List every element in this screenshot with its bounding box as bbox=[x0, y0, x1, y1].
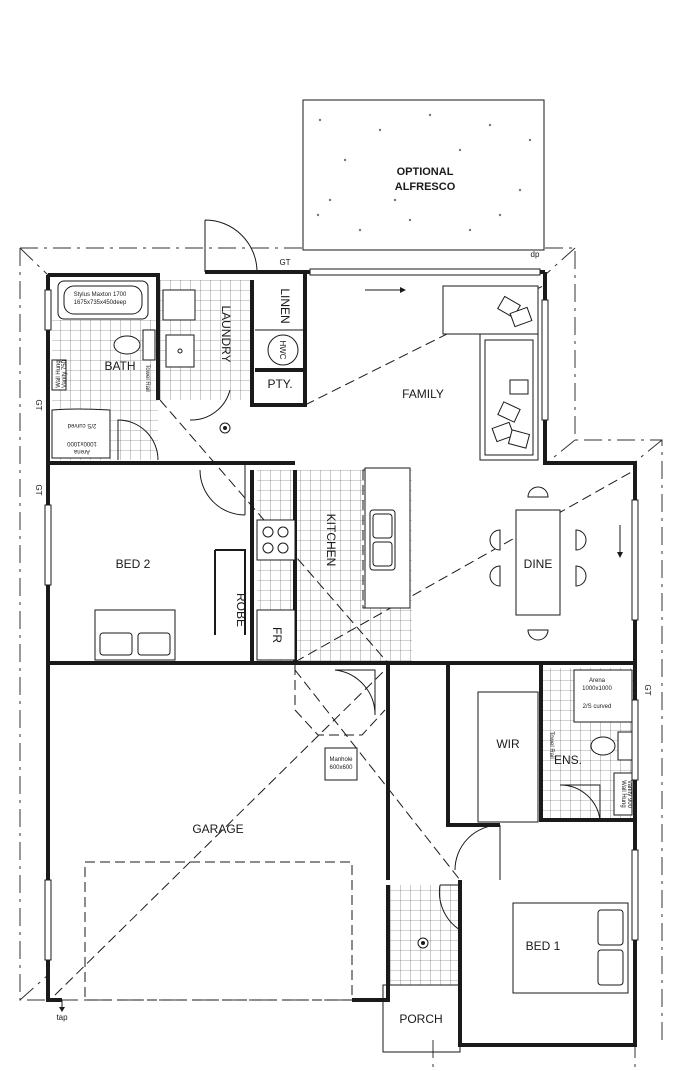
room-label-wir: WIR bbox=[496, 737, 520, 751]
alfresco-label-line1: OPTIONAL bbox=[397, 166, 454, 178]
ensuite-fixtures bbox=[573, 669, 633, 816]
manhole-label-line2: 600x600 bbox=[329, 765, 353, 771]
gt-mark-west-1: GT bbox=[34, 399, 43, 410]
manhole-label-line1: Manhole bbox=[329, 757, 353, 763]
room-label-bed2: BED 2 bbox=[116, 557, 151, 571]
room-label-fr: FR bbox=[270, 627, 284, 643]
room-label-ens: ENS. bbox=[554, 753, 582, 767]
bath-vanity-line2: Vanity 750 bbox=[62, 359, 68, 388]
alfresco-area bbox=[302, 99, 545, 251]
ens-vanity-line2: Vanity 900 bbox=[626, 780, 632, 809]
bath-shower-line1: Arena bbox=[73, 448, 90, 454]
porch-tiles bbox=[388, 885, 460, 985]
doors bbox=[117, 219, 601, 931]
bath-shower-line3: 2/S curved bbox=[68, 422, 97, 428]
room-label-porch: PORCH bbox=[399, 1012, 442, 1026]
ens-shower-line2: 1000x1000 bbox=[582, 686, 612, 692]
room-label-hwc: HWC bbox=[278, 340, 287, 359]
room-label-robe: ROBE bbox=[234, 593, 248, 627]
tap-mark: tap bbox=[56, 1013, 68, 1022]
kitchen-fixtures bbox=[256, 467, 411, 661]
downpipe-mark: dp bbox=[531, 250, 540, 259]
bath-fixtures bbox=[51, 280, 156, 459]
room-label-bed1: BED 1 bbox=[526, 939, 561, 953]
room-label-garage: GARAGE bbox=[192, 822, 243, 836]
ens-shower-line1: Arena bbox=[589, 678, 606, 684]
room-label-laundry: LAUNDRY bbox=[219, 305, 233, 362]
wir-shelving bbox=[477, 691, 539, 823]
bath-tub-label-line2: 1675x735x450deep bbox=[74, 300, 127, 306]
room-label-linen: LINEN bbox=[278, 288, 292, 323]
bed2-furniture bbox=[94, 609, 176, 661]
windows bbox=[44, 268, 639, 961]
slider-arrows bbox=[365, 287, 623, 558]
bath-vanity-line1: Wall Hung bbox=[56, 360, 62, 387]
family-furniture bbox=[442, 285, 539, 461]
bath-towel-rail: Towel Rail bbox=[144, 364, 150, 391]
porch-slab bbox=[382, 984, 461, 1053]
dine-furniture bbox=[489, 486, 587, 641]
laundry-fixtures bbox=[162, 289, 305, 368]
room-label-dine: DINE bbox=[524, 557, 553, 571]
room-label-bath: BATH bbox=[104, 359, 135, 373]
bath-tub-label-line1: Stylus Maxton 1700 bbox=[74, 292, 127, 298]
ens-shower-line3: 2/S curved bbox=[583, 704, 612, 710]
gt-mark-north: GT bbox=[279, 258, 290, 267]
ens-vanity-line1: Wall Hung bbox=[620, 780, 626, 807]
room-label-family: FAMILY bbox=[402, 387, 444, 401]
manhole bbox=[324, 747, 358, 781]
bath-shower-line2: 1000x1000 bbox=[66, 440, 96, 446]
room-label-pty: PTY. bbox=[267, 377, 292, 391]
interior-walls bbox=[48, 272, 635, 985]
alfresco-label-line2: ALFRESCO bbox=[395, 181, 456, 193]
ens-towel-rail: Towel Rail bbox=[548, 731, 554, 758]
bed1-furniture bbox=[512, 902, 629, 994]
gt-mark-east: GT bbox=[643, 684, 652, 695]
gt-mark-west-2: GT bbox=[34, 484, 43, 495]
room-label-kitchen: KITCHEN bbox=[324, 514, 338, 567]
